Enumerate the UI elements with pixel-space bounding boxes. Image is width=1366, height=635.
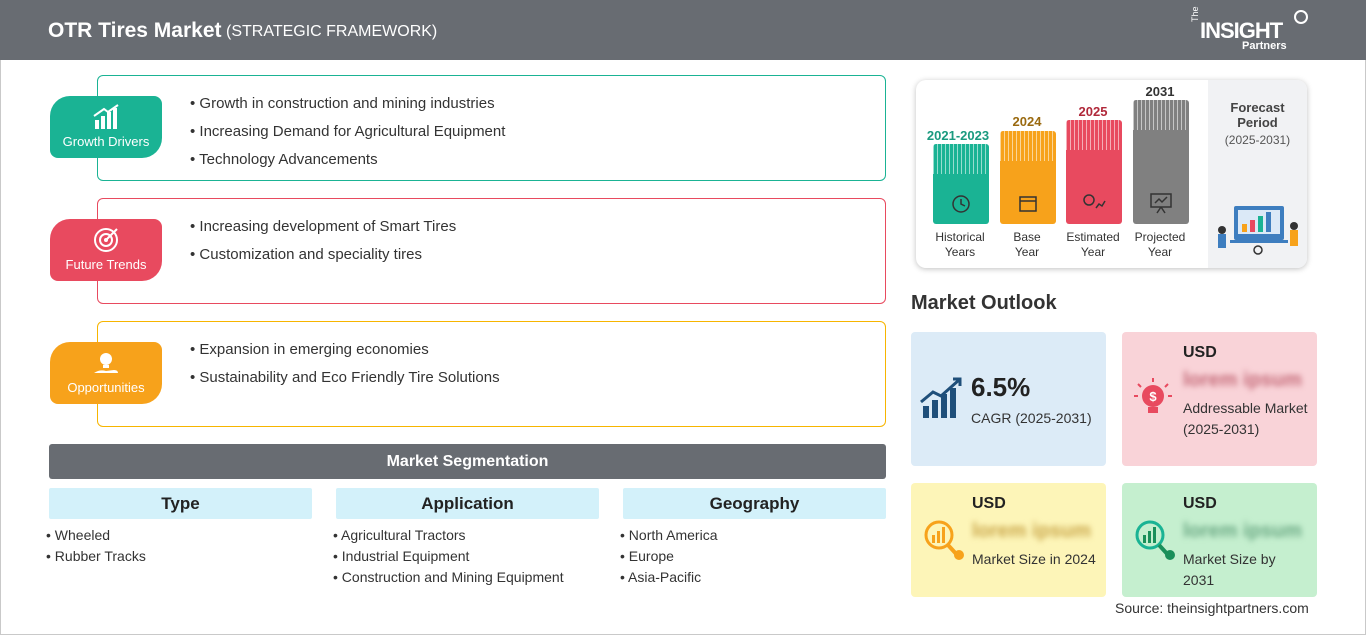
gear-chart-icon bbox=[1083, 194, 1106, 209]
future-trends-badge: Future Trends bbox=[50, 219, 162, 281]
list-item: Technology Advancements bbox=[190, 146, 505, 174]
growth-drivers-list: Growth in construction and mining indust… bbox=[190, 90, 505, 174]
segment-type: Type Wheeled Rubber Tracks bbox=[49, 488, 312, 567]
market-size-2024-box: USD lorem ipsum Market Size in 2024 bbox=[911, 483, 1106, 597]
segment-heading: Application bbox=[336, 488, 599, 519]
period-year: 2021-2023 bbox=[926, 128, 990, 143]
analytics-people-illustration bbox=[1218, 206, 1298, 255]
history-clock-icon bbox=[952, 195, 970, 213]
period-label: Estimated Year bbox=[1066, 230, 1120, 259]
lightbulb-dollar-icon: $ bbox=[1134, 378, 1172, 413]
growth-chart-icon bbox=[920, 377, 962, 418]
list-item: Expansion in emerging economies bbox=[190, 336, 500, 364]
cagr-box: 6.5% CAGR (2025-2031) bbox=[911, 332, 1106, 466]
list-item: Agricultural Tractors bbox=[333, 525, 599, 546]
calendar-icon bbox=[1019, 196, 1037, 212]
page-subtitle: (STRATEGIC FRAMEWORK) bbox=[226, 23, 438, 40]
opportunities-badge: Opportunities bbox=[50, 342, 162, 404]
presentation-icon bbox=[1150, 193, 1172, 214]
list-item: North America bbox=[620, 525, 886, 546]
market-outlook-title: Market Outlook bbox=[911, 292, 1057, 314]
period-label: Historical Years bbox=[935, 230, 985, 259]
growth-drivers-badge: Growth Drivers bbox=[50, 96, 162, 158]
list-item: Customization and speciality tires bbox=[190, 241, 456, 269]
opportunities-list: Expansion in emerging economies Sustaina… bbox=[190, 336, 500, 392]
addressable-label: Addressable Market (2025-2031) bbox=[1183, 400, 1308, 437]
size2031-label: Market Size by 2031 bbox=[1183, 551, 1276, 588]
magnifier-chart-icon bbox=[924, 520, 964, 560]
size2024-label: Market Size in 2024 bbox=[972, 551, 1096, 567]
list-item: Growth in construction and mining indust… bbox=[190, 90, 505, 118]
size2031-value: lorem ipsum bbox=[1183, 520, 1302, 542]
period-year: 2025 bbox=[1078, 104, 1108, 119]
period-bar bbox=[1133, 100, 1189, 224]
list-item: Increasing development of Smart Tires bbox=[190, 213, 456, 241]
magnifier-chart-icon bbox=[1135, 520, 1175, 560]
forecast-period-panel: Forecast Period (2025-2031) bbox=[1208, 80, 1307, 268]
size2024-usd: USD bbox=[972, 495, 1006, 512]
list-item: Rubber Tracks bbox=[46, 546, 312, 567]
page-title: OTR Tires Market bbox=[48, 19, 222, 42]
market-segmentation-heading: Market Segmentation bbox=[49, 444, 886, 479]
lightbulb-hand-icon bbox=[94, 353, 118, 373]
cagr-label: CAGR (2025-2031) bbox=[971, 410, 1092, 426]
list-item: Construction and Mining Equipment bbox=[333, 567, 599, 588]
addressable-usd: USD bbox=[1183, 344, 1217, 361]
cagr-value: 6.5% bbox=[971, 372, 1031, 402]
segment-application: Application Agricultural Tractors Indust… bbox=[336, 488, 599, 588]
list-item: Asia-Pacific bbox=[620, 567, 886, 588]
insight-partners-logo[interactable]: The INSIGHT Partners bbox=[1190, 6, 1310, 54]
market-size-2031-box: USD lorem ipsum Market Size by 2031 bbox=[1122, 483, 1317, 597]
future-trends-list: Increasing development of Smart Tires Cu… bbox=[190, 213, 456, 269]
period-year: 2024 bbox=[1012, 114, 1042, 129]
period-bar bbox=[933, 144, 989, 224]
list-item: Sustainability and Eco Friendly Tire Sol… bbox=[190, 364, 499, 392]
future-trends-card: Increasing development of Smart Tires Cu… bbox=[97, 198, 886, 304]
addressable-value: lorem ipsum bbox=[1183, 369, 1302, 391]
segment-geography: Geography North America Europe Asia-Paci… bbox=[623, 488, 886, 588]
list-item: Increasing Demand for Agricultural Equip… bbox=[190, 118, 505, 146]
period-label: Projected Year bbox=[1134, 230, 1186, 259]
segment-heading: Geography bbox=[623, 488, 886, 519]
target-icon bbox=[94, 228, 118, 252]
source-text: Source: theinsightpartners.com bbox=[1115, 600, 1309, 616]
size2024-value: lorem ipsum bbox=[972, 520, 1091, 542]
size2031-usd: USD bbox=[1183, 495, 1217, 512]
period-label: Base Year bbox=[1013, 230, 1041, 259]
period-bar bbox=[1066, 120, 1122, 224]
timeline-panel: 2021-2023 Historical Years 2024 Base Yea… bbox=[916, 80, 1307, 268]
list-item: Industrial Equipment bbox=[333, 546, 599, 567]
opportunities-card: Expansion in emerging economies Sustaina… bbox=[97, 321, 886, 427]
segment-heading: Type bbox=[49, 488, 312, 519]
period-year: 2031 bbox=[1145, 84, 1175, 99]
addressable-market-box: $ USD lorem ipsum Addressable Market (20… bbox=[1122, 332, 1317, 466]
header-bar: OTR Tires Market (STRATEGIC FRAMEWORK) T… bbox=[0, 0, 1366, 60]
period-bar bbox=[1000, 131, 1056, 224]
list-item: Wheeled bbox=[46, 525, 312, 546]
growth-drivers-card: Growth in construction and mining indust… bbox=[97, 75, 886, 181]
bar-growth-icon bbox=[93, 104, 119, 129]
list-item: Europe bbox=[620, 546, 886, 567]
svg-text:$: $ bbox=[1149, 389, 1157, 404]
